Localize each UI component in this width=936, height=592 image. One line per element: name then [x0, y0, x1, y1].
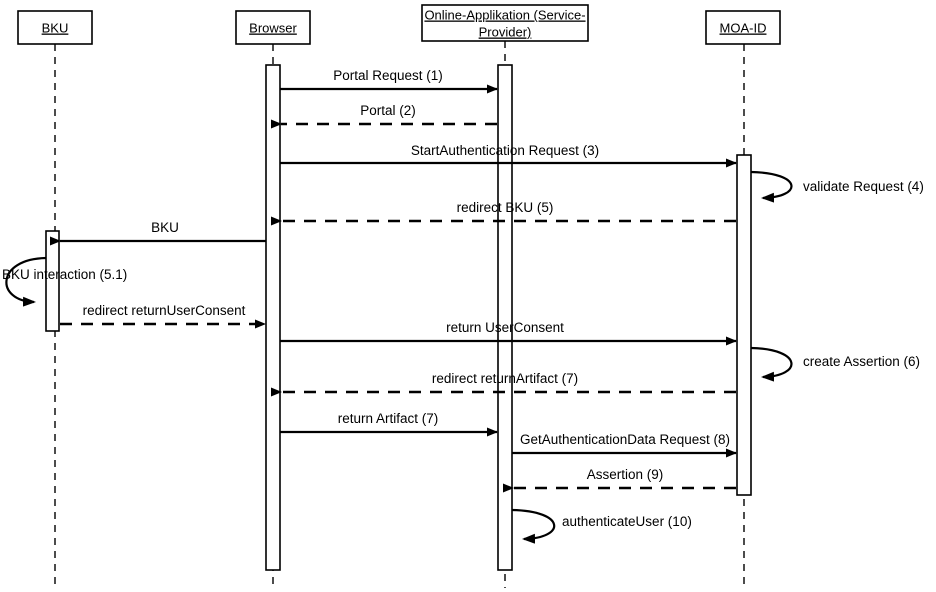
activation-bar-bku[interactable] [45, 230, 60, 332]
message-label-m6: BKU [151, 220, 179, 235]
message-m15[interactable]: authenticateUser (10) [511, 508, 692, 544]
lifeline-header-box-moa-id[interactable] [705, 10, 781, 45]
activations-layer [45, 64, 752, 571]
self-message-arrow-m15 [511, 508, 556, 544]
lifeline-header-box-online-applikation[interactable] [421, 4, 589, 42]
messages-layer: Portal Request (1) Portal (2) StartAuthent… [2, 68, 924, 544]
message-m9[interactable]: return UserConsent [280, 320, 737, 346]
lifeline-label-online-applikation: Online-Applikation (Service- [424, 8, 585, 23]
message-m10[interactable]: create Assertion (6) [750, 346, 920, 382]
message-label-m10: create Assertion (6) [803, 354, 920, 369]
lifeline-header-box-bku[interactable] [17, 10, 93, 45]
message-label-m8: redirect returnUserConsent [83, 303, 246, 318]
lifeline-moa-id[interactable]: MOA-ID [705, 10, 781, 588]
lifeline-browser[interactable]: Browser [235, 10, 311, 588]
message-label-m2: Portal (2) [360, 103, 416, 118]
message-label-m12: return Artifact (7) [338, 411, 439, 426]
activation-bar-browser[interactable] [265, 64, 281, 571]
message-label-m9: return UserConsent [446, 320, 564, 335]
message-m5[interactable]: redirect BKU (5) [271, 200, 736, 226]
message-label-m13: GetAuthenticationData Request (8) [520, 432, 730, 447]
message-label-m7: BKU interaction (5.1) [2, 267, 127, 282]
message-label-m15: authenticateUser (10) [562, 514, 692, 529]
message-label-m3: StartAuthentication Request (3) [411, 143, 599, 158]
message-label-m5: redirect BKU (5) [457, 200, 554, 215]
message-m1[interactable]: Portal Request (1) [280, 68, 498, 94]
lifeline-label-browser: Browser [249, 21, 297, 36]
message-label-m4: validate Request (4) [803, 179, 924, 194]
lifeline-label-online-applikation: Provider) [479, 25, 532, 40]
self-message-arrow-m10 [750, 346, 793, 382]
message-m13[interactable]: GetAuthenticationData Request (8) [512, 432, 737, 458]
message-m3[interactable]: StartAuthentication Request (3) [280, 143, 737, 168]
lifeline-label-bku: BKU [42, 21, 69, 36]
message-m7[interactable]: BKU interaction (5.1) [2, 256, 127, 307]
lifeline-header-box-browser[interactable] [235, 10, 311, 45]
message-m12[interactable]: return Artifact (7) [280, 411, 498, 437]
message-label-m11: redirect returnArtifact (7) [432, 371, 578, 386]
message-m8[interactable]: redirect returnUserConsent [60, 303, 266, 329]
self-message-arrow-m7 [5, 256, 47, 307]
lifeline-bku[interactable]: BKU [17, 10, 93, 588]
message-label-m1: Portal Request (1) [333, 68, 443, 83]
message-label-m14: Assertion (9) [587, 467, 664, 482]
activation-bar-moa-id[interactable] [736, 154, 752, 496]
activation-bar-online-applikation[interactable] [497, 64, 513, 571]
message-m6[interactable]: BKU [50, 220, 266, 246]
message-m4[interactable]: validate Request (4) [750, 170, 924, 203]
message-m2[interactable]: Portal (2) [271, 103, 497, 129]
message-m14[interactable]: Assertion (9) [503, 467, 736, 493]
message-m11[interactable]: redirect returnArtifact (7) [271, 371, 736, 397]
lifelines-layer: BKU Browser Online-Applikation (Service- Pr… [17, 4, 781, 588]
lifeline-label-moa-id: MOA-ID [720, 21, 767, 36]
self-message-arrow-m4 [750, 170, 793, 203]
